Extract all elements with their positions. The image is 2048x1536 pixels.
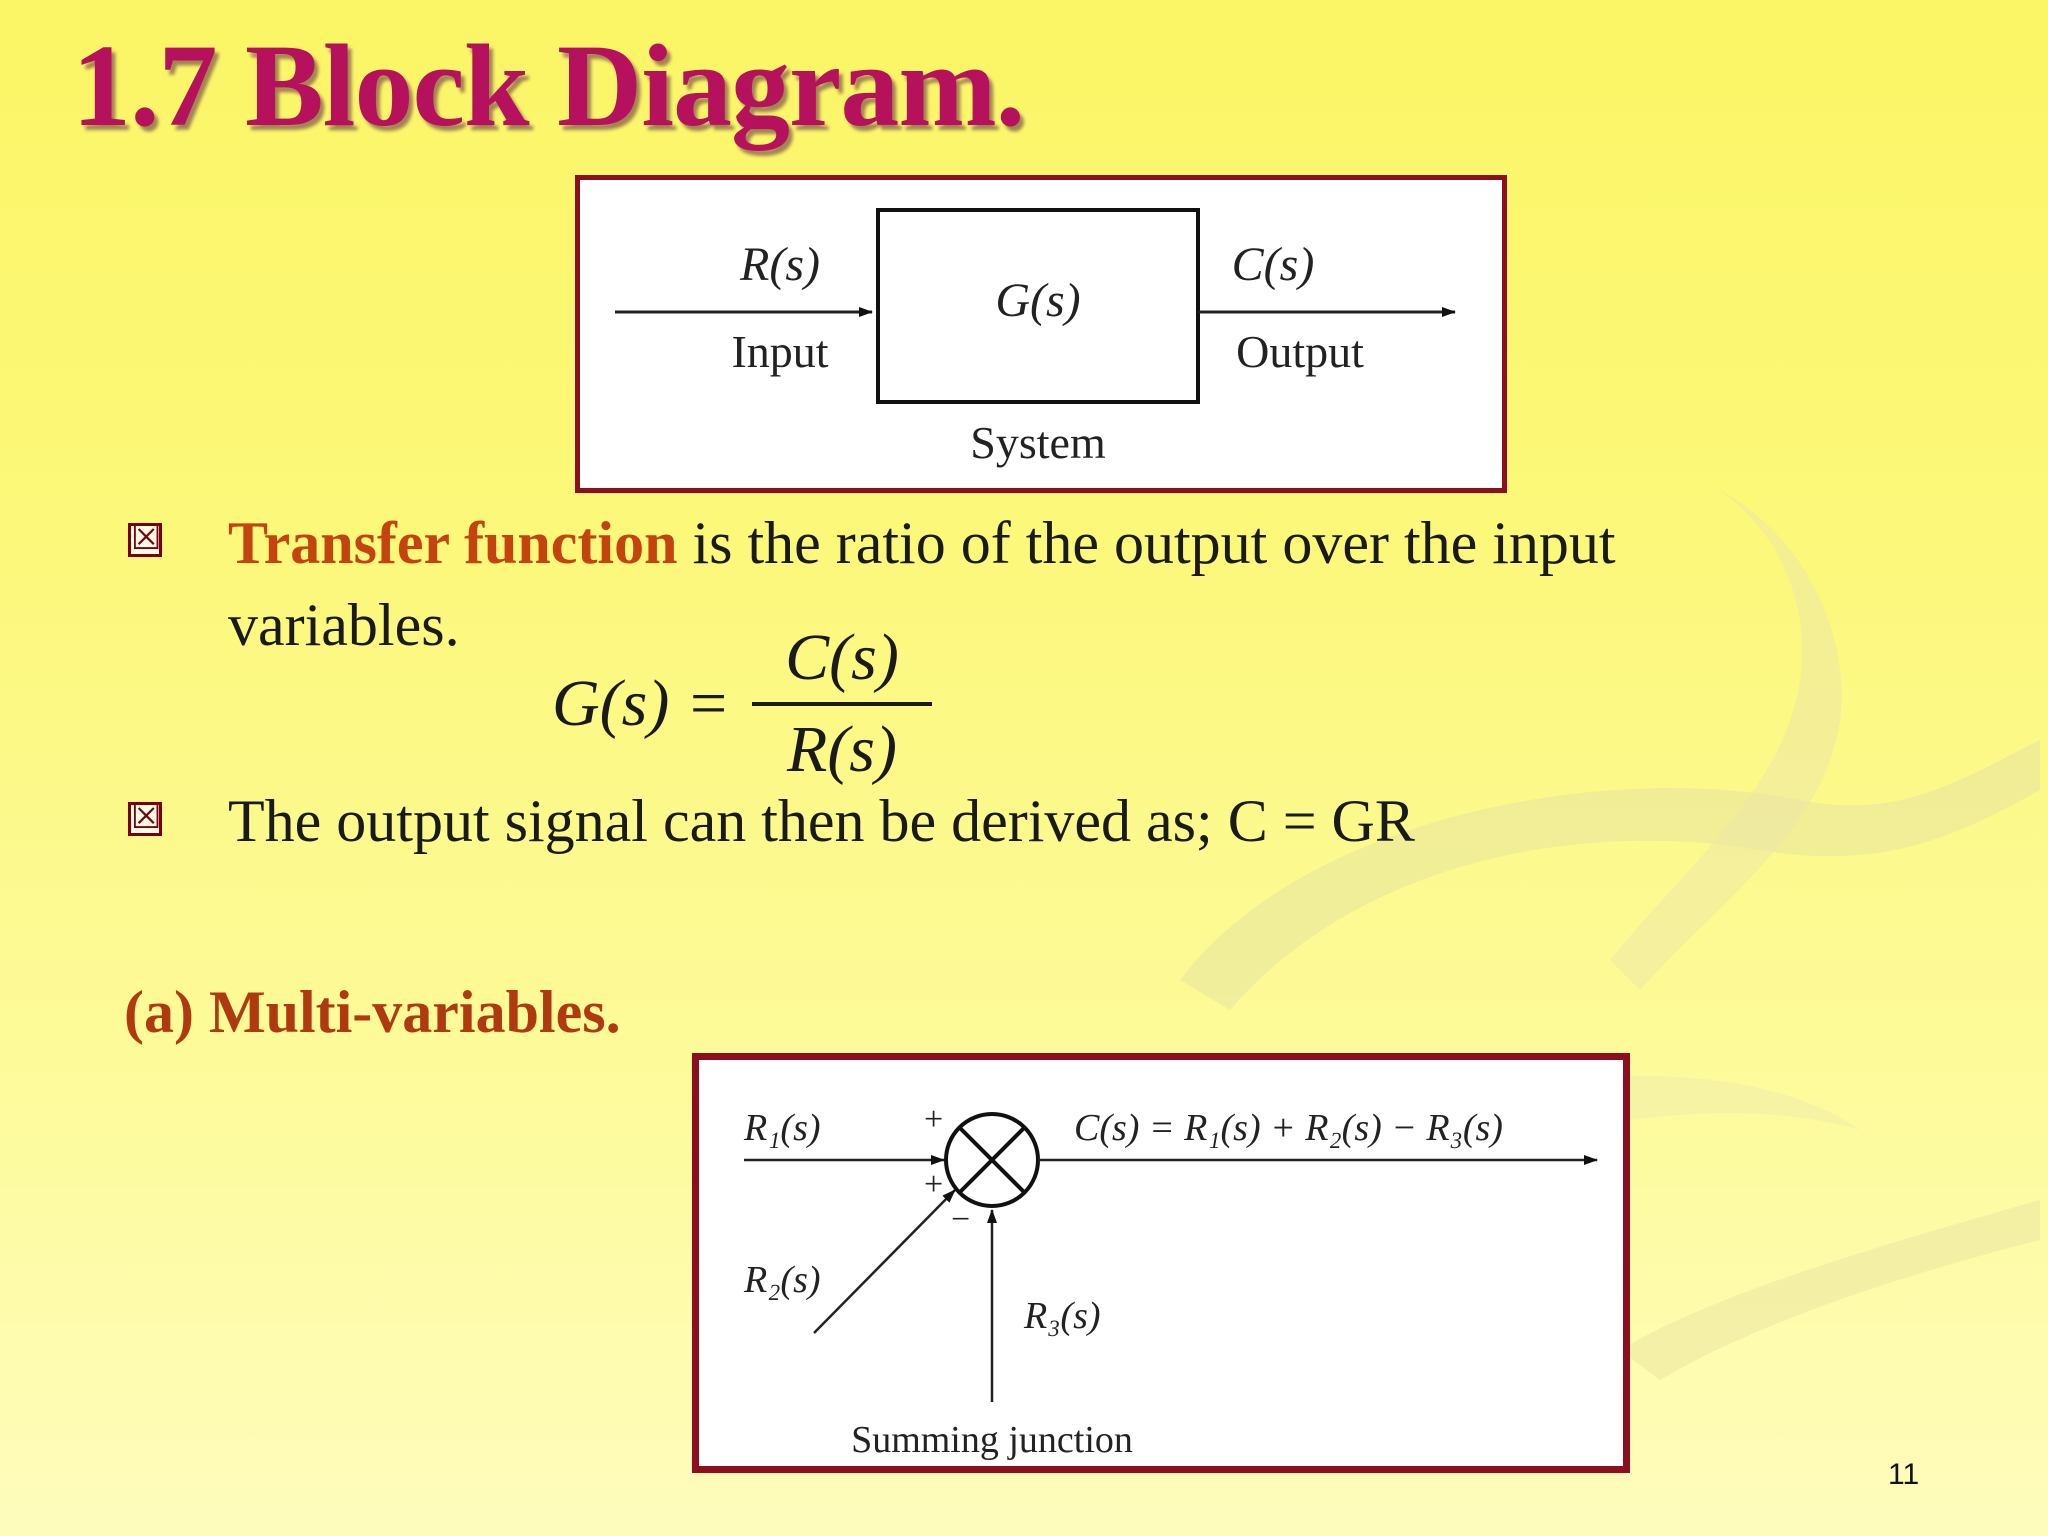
plus-sign-1: + [924, 1101, 943, 1138]
r3-label: R₃(s) [1023, 1295, 1101, 1337]
system-block-diagram: R(s) Input G(s) C(s) Output System [575, 175, 1507, 493]
equation-denominator: R(s) [787, 713, 897, 786]
minus-sign: − [951, 1201, 970, 1238]
system-block [876, 208, 1200, 404]
junction-cross-2 [957, 1125, 1027, 1195]
summing-junction-diagram: R₁(s) + + − C(s) = R₁(s) + R₂(s) − R₃(s)… [692, 1053, 1630, 1473]
output-equation-label: C(s) = R₁(s) + R₂(s) − R₃(s) [1074, 1107, 1503, 1149]
r2-label: R₂(s) [743, 1259, 821, 1301]
slide-title: 1.7 Block Diagram. [72, 20, 1025, 151]
bullet-marker-2: ☒ [128, 797, 162, 837]
equation-numerator: C(s) [785, 621, 899, 694]
bullet-text-1: Transfer function is the ratio of the ou… [228, 502, 1828, 666]
input-label: Input [731, 326, 828, 377]
output-signal-label: C(s) [1232, 238, 1315, 291]
block-label: G(s) [995, 274, 1080, 327]
input-signal-label: R(s) [739, 238, 820, 291]
plus-sign-2: + [924, 1166, 943, 1203]
page-number: 11 [1888, 1458, 1920, 1491]
section-heading: (a) Multi-variables. [124, 979, 621, 1045]
bullet-marker-1: ☒ [128, 518, 162, 558]
summing-junction-caption: Summing junction [851, 1419, 1133, 1461]
bullet-1-body: is the ratio of the output over the inpu… [228, 510, 1616, 658]
r2-arrow [813, 1189, 956, 1334]
transfer-function-equation: G(s) = C(s) R(s) [552, 620, 932, 790]
r1-label: R₁(s) [743, 1107, 821, 1149]
bullet-text-2: The output signal can then be derived as… [228, 788, 1415, 854]
equation-lhs: G(s) = [552, 667, 731, 740]
system-caption: System [970, 417, 1106, 468]
fraction-bar [752, 702, 932, 706]
transfer-function-term: Transfer function [228, 510, 678, 576]
output-label: Output [1236, 326, 1364, 377]
